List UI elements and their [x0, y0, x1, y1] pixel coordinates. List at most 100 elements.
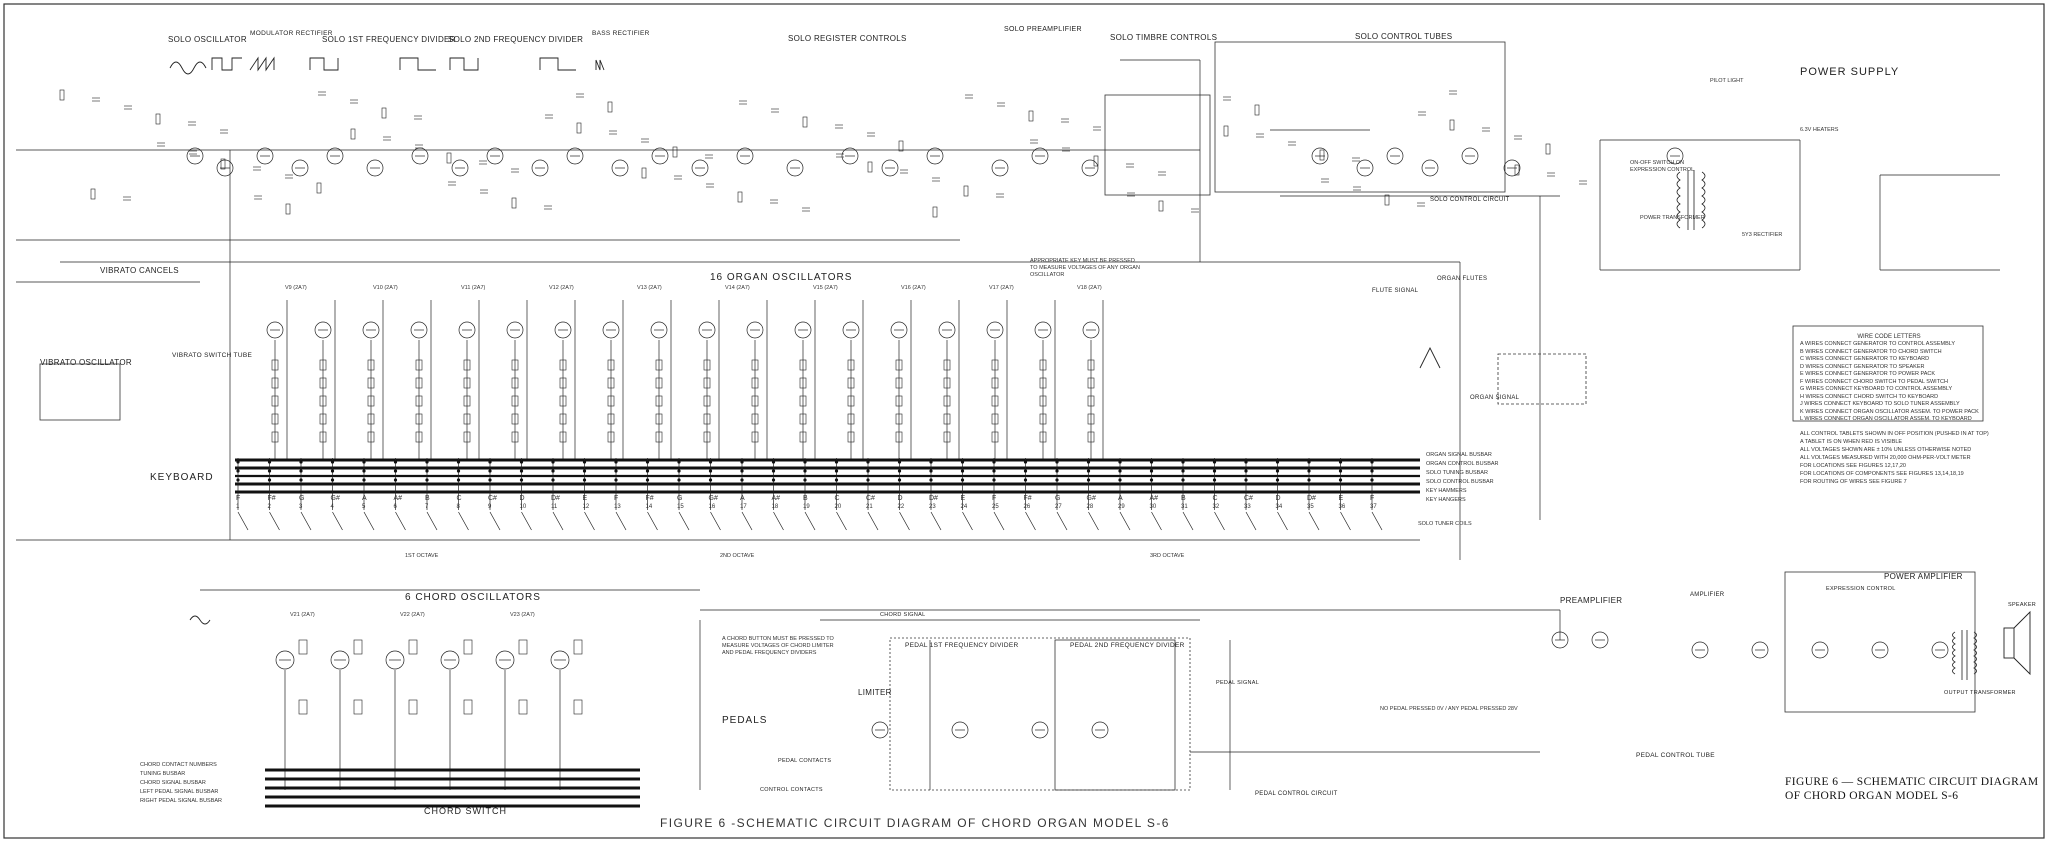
heading-chord-switch: CHORD SWITCH [424, 806, 507, 816]
key-number-label: 26 [1023, 504, 1031, 510]
wire-legend-item: C WIRES CONNECT GENERATOR TO KEYBOARD [1800, 356, 1930, 362]
key-note-label: E [582, 495, 588, 502]
heading-power-supply: POWER SUPPLY [1800, 66, 1900, 78]
key-number-label: 20 [834, 504, 842, 510]
wire-legend-item: B WIRES CONNECT GENERATOR TO CHORD SWITC… [1800, 348, 1942, 355]
key-note-label: D# [1307, 495, 1316, 502]
label-on-off-switch: ON-OFF SWITCH ON EXPRESSION CONTROL [1630, 160, 1695, 173]
organ-unit-label: V13 (2A7) [637, 285, 662, 291]
key-number-label: 30 [1149, 504, 1157, 510]
label-solo-tuner-coils: SOLO TUNER COILS [1418, 521, 1472, 527]
figure-caption-line1: FIGURE 6 — SCHEMATIC CIRCUIT DIAGRAM [1785, 776, 2039, 788]
chord-busbar-label: CHORD SIGNAL BUSBAR [140, 780, 206, 786]
chord-busbar-label: CHORD CONTACT NUMBERS [140, 762, 217, 768]
general-note: A TABLET IS ON WHEN RED IS VISIBLE [1800, 439, 1903, 445]
chord-busbar-label: LEFT PEDAL SIGNAL BUSBAR [140, 789, 219, 795]
key-note-label: C# [488, 495, 497, 502]
busbar-label: ORGAN SIGNAL BUSBAR [1426, 452, 1492, 458]
key-number-label: 7 [425, 504, 429, 510]
key-number-label: 15 [677, 504, 684, 510]
general-note: FOR LOCATIONS SEE FIGURES 12,17,20 [1800, 463, 1906, 469]
key-number-label: 14 [645, 504, 653, 510]
key-note-label: A [1118, 495, 1123, 502]
heading-vibrato-cancels: VIBRATO CANCELS [100, 266, 179, 275]
heading-solo-register-controls: SOLO REGISTER CONTROLS [788, 34, 907, 43]
waveform-sketches [169, 56, 1441, 625]
key-number-label: 2 [267, 504, 271, 510]
general-note: FOR ROUTING OF WIRES SEE FIGURE 7 [1800, 479, 1907, 485]
region-boxes [39, 41, 1984, 791]
key-note-label: F# [1023, 495, 1032, 502]
key-note-label: C# [866, 495, 875, 502]
heading-solo-oscillator: SOLO OSCILLATOR [168, 35, 247, 44]
components [59, 89, 1587, 715]
wire-legend-item: L WIRES CONNECT ORGAN OSCILLATOR ASSEM. … [1800, 416, 1972, 422]
key-number-label: 22 [897, 504, 905, 510]
heading-limiter: LIMITER [858, 688, 892, 697]
key-number-label: 10 [519, 504, 527, 510]
power-transformer-icon [1676, 170, 1706, 230]
label-output-transformer: OUTPUT TRANSFORMER [1944, 690, 2016, 696]
busbar-label: ORGAN CONTROL BUSBAR [1426, 461, 1499, 467]
heading-chord-oscillators: 6 CHORD OSCILLATORS [405, 592, 541, 603]
key-note-label: D# [551, 495, 560, 502]
organ-unit-label: V15 (2A7) [813, 285, 838, 291]
label-speaker: SPEAKER [2008, 602, 2037, 608]
heading-organ-oscillators: 16 ORGAN OSCILLATORS [710, 272, 853, 283]
key-note-label: C# [1244, 495, 1253, 502]
key-number-label: 1 [236, 504, 240, 510]
key-note-label: A [740, 495, 745, 502]
label-chord-signal: CHORD SIGNAL [880, 612, 926, 618]
general-note: ALL VOLTAGES SHOWN ARE ± 10% UNLESS OTHE… [1800, 447, 1972, 453]
heading-vibrato-oscillator: VIBRATO OSCILLATOR [40, 358, 132, 367]
key-note-label: C [456, 495, 462, 502]
speaker-icon [2003, 610, 2031, 676]
wire-legend-items: A WIRES CONNECT GENERATOR TO CONTROL ASS… [1800, 341, 1979, 424]
label-flute-signal: FLUTE SIGNAL [1372, 288, 1419, 294]
key-note-label: G [299, 495, 305, 502]
key-number-label: 23 [929, 504, 936, 510]
note-appropriate-key: APPROPRIATE KEY MUST BE PRESSED TO MEASU… [1030, 258, 1140, 278]
wire-legend-title: WIRE CODE LETTERS [1857, 334, 1921, 340]
wire-legend-item: E WIRES CONNECT GENERATOR TO POWER PACK [1800, 371, 1936, 377]
label-octave-3: 3RD OCTAVE [1150, 553, 1185, 559]
figure-title: FIGURE 6 -SCHEMATIC CIRCUIT DIAGRAM OF C… [660, 816, 1170, 830]
key-number-label: 9 [488, 504, 492, 510]
sheet-border [3, 3, 2045, 839]
heading-solo-timbre-controls: SOLO TIMBRE CONTROLS [1110, 33, 1218, 42]
key-number-label: 21 [866, 504, 873, 510]
general-note: ALL CONTROL TABLETS SHOWN IN OFF POSITIO… [1800, 431, 1989, 437]
label-octave-1: 1ST OCTAVE [405, 553, 439, 559]
heading-solo-2nd-divider: SOLO 2ND FREQUENCY DIVIDER [448, 35, 584, 44]
key-number-label: 37 [1370, 504, 1377, 510]
key-note-label: B [425, 495, 430, 502]
chord-unit-label: V23 (2A7) [510, 612, 535, 618]
organ-unit-label: V12 (2A7) [549, 285, 574, 291]
key-note-label: D [897, 495, 903, 502]
heading-solo-control-tubes: SOLO CONTROL TUBES [1355, 32, 1453, 41]
heading-pedal-1st-divider: PEDAL 1ST FREQUENCY DIVIDER [905, 642, 1019, 649]
organ-unit-label: V18 (2A7) [1077, 285, 1102, 291]
heading-pedal-control-tube: PEDAL CONTROL TUBE [1636, 752, 1715, 759]
heading-pedals: PEDALS [722, 715, 768, 726]
key-note-label: A# [393, 495, 403, 502]
chord-busbars [265, 768, 640, 808]
key-note-label: E [1338, 495, 1344, 502]
key-note-label: A [362, 495, 367, 502]
key-note-label: F# [267, 495, 276, 502]
figure-caption-line2: OF CHORD ORGAN MODEL S-6 [1785, 790, 1959, 802]
note-chord-button: A CHORD BUTTON MUST BE PRESSED TO MEASUR… [722, 636, 834, 656]
key-note-label: F# [645, 495, 654, 502]
label-control-contacts: CONTROL CONTACTS [760, 787, 823, 793]
key-note-label: D# [929, 495, 938, 502]
label-rectifier: 5Y3 RECTIFIER [1742, 232, 1783, 238]
key-note-label: E [960, 495, 966, 502]
key-number-label: 5 [362, 504, 366, 510]
key-number-label: 4 [330, 504, 334, 510]
key-note-label: G [1055, 495, 1061, 502]
wire-legend-item: K WIRES CONNECT ORGAN OSCILLATOR ASSEM. … [1800, 408, 1979, 415]
key-note-label: F [1370, 495, 1375, 502]
heading-keyboard: KEYBOARD [150, 472, 214, 483]
keyboard-busbars [235, 458, 1420, 494]
key-number-label: 34 [1275, 504, 1283, 510]
